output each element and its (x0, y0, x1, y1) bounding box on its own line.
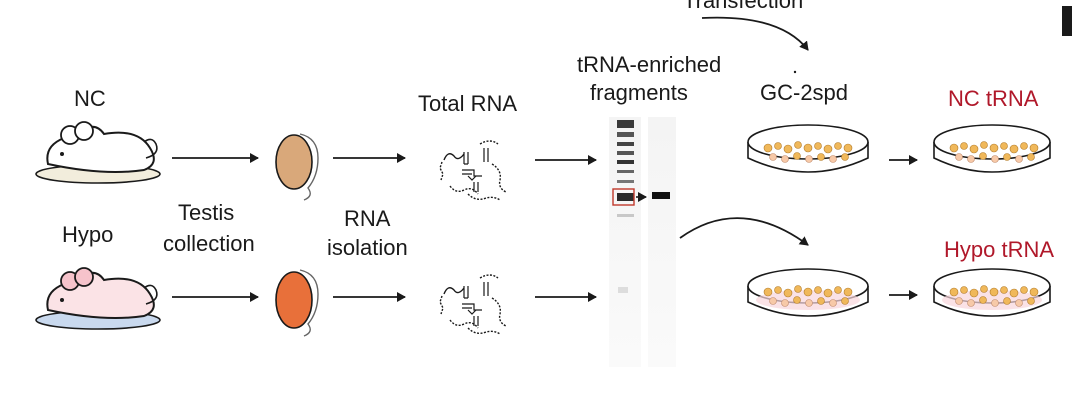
trna-enriched-label-line1: tRNA-enriched (577, 52, 721, 77)
gel-highlight-box (612, 188, 635, 206)
trna-enriched-label-line2: fragments (590, 80, 688, 105)
hypo-trna-label: Hypo tRNA (944, 237, 1054, 262)
transfection-label: Transfection (683, 0, 803, 13)
nc-trna-label: NC tRNA (948, 86, 1039, 111)
hypo-mouse-icon (35, 267, 161, 330)
nc-label: NC (74, 86, 106, 111)
transfection-arrow-icon (679, 217, 809, 246)
testis-label-line1: Testis (178, 200, 234, 225)
hypo-trna-petri-dish-icon (933, 268, 1051, 317)
rna-isolation-label-line1: RNA (344, 206, 391, 231)
gel-lane-icon (609, 117, 676, 367)
gc2spd-label: GC-2spd (760, 80, 848, 105)
rna-isolation-label-line2: isolation (327, 235, 408, 260)
hypo-rna-structure-icon (439, 274, 507, 335)
testis-label-line2: collection (163, 231, 255, 256)
hypo-testis-icon (275, 269, 319, 337)
nc-mouse-icon (35, 121, 161, 184)
hypo-label: Hypo (62, 222, 113, 247)
nc-testis-icon (275, 133, 319, 201)
transfection-arrow-icon (701, 16, 809, 51)
gc2spd-petri-dish-nc-icon (747, 124, 869, 173)
nc-rna-structure-icon (439, 140, 507, 201)
nc-trna-petri-dish-icon (933, 124, 1051, 173)
gc2spd-petri-dish-hypo-icon (747, 268, 869, 317)
total-rna-label: Total RNA (418, 91, 517, 116)
panel-marker (1062, 6, 1072, 36)
